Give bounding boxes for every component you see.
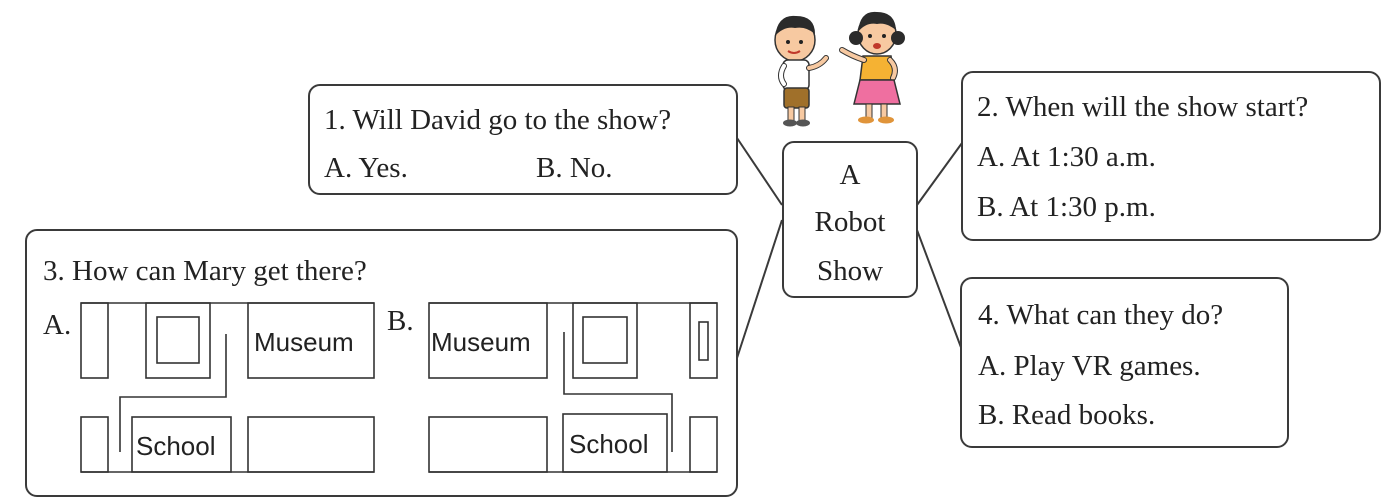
connector-q1 bbox=[736, 137, 783, 206]
girl-figure bbox=[839, 11, 905, 124]
question-4-option-b: B. Read books. bbox=[978, 399, 1156, 431]
map-a-route bbox=[119, 334, 227, 452]
question-3-box: 3. How can Mary get there? A. B. Museum bbox=[25, 229, 738, 497]
map-a-label: A. bbox=[43, 309, 72, 341]
map-b-block-right-bottom bbox=[689, 416, 718, 473]
question-4-text: 4. What can they do? bbox=[978, 299, 1224, 331]
map-b-block-right-top-inner bbox=[698, 321, 709, 361]
map-a-museum-label: Museum bbox=[254, 327, 354, 357]
question-4-option-a: A. Play VR games. bbox=[978, 350, 1201, 382]
boy-figure bbox=[774, 15, 829, 127]
center-title-line-3: Show bbox=[816, 255, 884, 287]
map-b-school-label: School bbox=[569, 429, 649, 459]
map-b bbox=[428, 302, 718, 473]
connector-q3 bbox=[736, 219, 783, 359]
question-1-option-a: A. Yes. bbox=[324, 152, 408, 184]
map-b-route bbox=[563, 332, 673, 452]
map-b-block-right-top bbox=[689, 302, 718, 379]
map-b-label: B. bbox=[387, 305, 414, 337]
center-topic-box: A Robot Show bbox=[782, 141, 918, 298]
map-a bbox=[80, 302, 375, 473]
question-1-text: 1. Will David go to the show? bbox=[324, 104, 672, 136]
center-title-line-2: Robot bbox=[814, 206, 886, 238]
question-2-text: 2. When will the show start? bbox=[977, 91, 1309, 123]
question-2-option-b: B. At 1:30 p.m. bbox=[977, 191, 1156, 223]
question-1-box: 1. Will David go to the show? A. Yes. B.… bbox=[308, 84, 738, 195]
question-2-option-a: A. At 1:30 a.m. bbox=[977, 141, 1156, 173]
connector-q4 bbox=[916, 229, 963, 351]
map-a-block-right-bottom bbox=[247, 416, 375, 473]
map-b-block-left-bottom bbox=[428, 416, 548, 473]
map-b-museum-label: Museum bbox=[431, 327, 531, 357]
map-a-block-park bbox=[145, 302, 211, 379]
connector-q2 bbox=[916, 142, 963, 206]
center-title-line-1: A bbox=[839, 159, 861, 191]
question-1-option-b: B. No. bbox=[536, 152, 613, 184]
map-b-block-park-inner bbox=[582, 316, 628, 364]
question-3-text: 3. How can Mary get there? bbox=[43, 255, 367, 287]
map-a-school-label: School bbox=[136, 431, 216, 461]
question-2-box: 2. When will the show start? A. At 1:30 … bbox=[961, 71, 1381, 241]
map-a-block-park-inner bbox=[156, 316, 200, 364]
map-a-block-left-bottom bbox=[80, 416, 109, 473]
map-a-block-left-top bbox=[80, 302, 109, 379]
question-4-box: 4. What can they do? A. Play VR games. B… bbox=[960, 277, 1289, 448]
